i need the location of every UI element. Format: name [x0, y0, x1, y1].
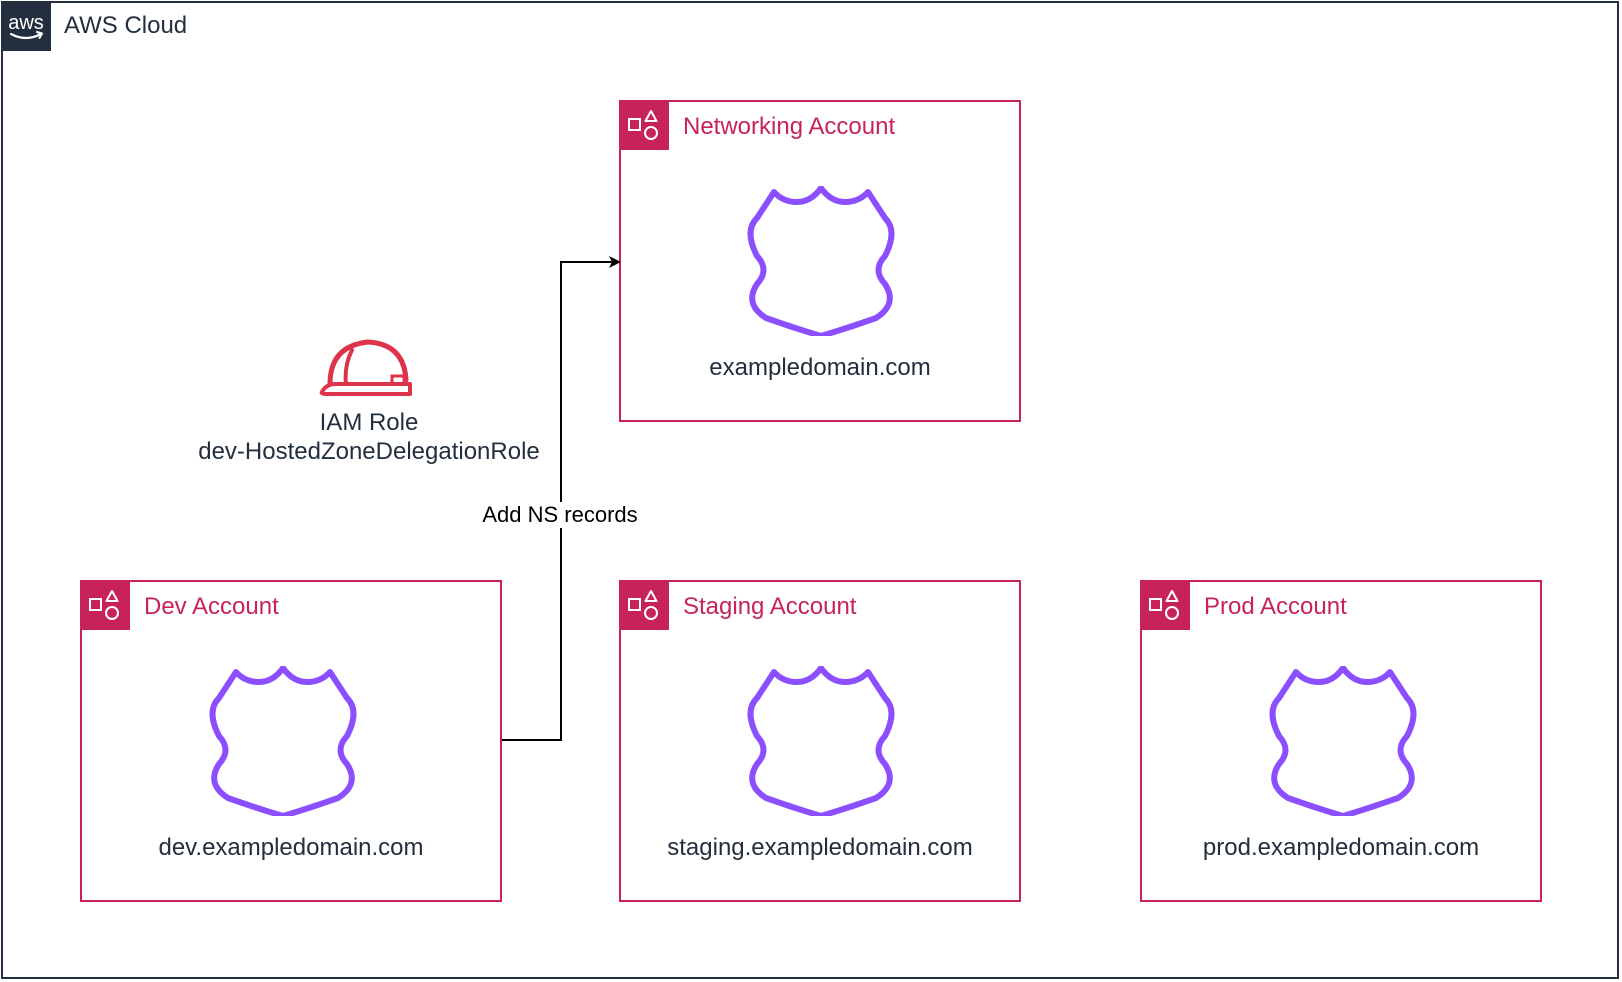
iam-role-label: IAM Role dev-HostedZoneDelegationRole	[169, 408, 569, 466]
add-ns-records-label: Add NS records	[472, 502, 648, 528]
route53-hosted-zone-icon	[1269, 666, 1417, 816]
account-group-icon	[80, 580, 130, 630]
aws-logo-icon: aws	[1, 1, 51, 51]
account-group-icon	[1140, 580, 1190, 630]
staging-domain-label: staging.exampledomain.com	[667, 834, 973, 861]
prod-domain-label: prod.exampledomain.com	[1202, 834, 1480, 861]
iam-role-name: dev-HostedZoneDelegationRole	[198, 438, 540, 465]
route53-hosted-zone-icon	[747, 186, 895, 336]
networking-domain-label: exampledomain.com	[709, 354, 931, 381]
iam-role-type: IAM Role	[319, 409, 419, 436]
account-group-icon	[619, 100, 669, 150]
account-group-icon	[619, 580, 669, 630]
prod-account-group: Prod Account prod.exampledomain.com	[1140, 580, 1542, 902]
route53-hosted-zone-icon	[747, 666, 895, 816]
dev-account-group: Dev Account dev.exampledomain.com	[80, 580, 502, 902]
networking-account-title: Networking Account	[683, 113, 896, 140]
staging-account-title: Staging Account	[683, 593, 857, 620]
staging-account-group: Staging Account staging.exampledomain.co…	[619, 580, 1021, 902]
aws-cloud-title: AWS Cloud	[64, 12, 188, 39]
dev-domain-label: dev.exampledomain.com	[158, 834, 424, 861]
dev-account-title: Dev Account	[144, 593, 279, 620]
route53-hosted-zone-icon	[209, 666, 357, 816]
iam-role-helmet-icon	[319, 339, 412, 396]
aws-logo-text: aws	[8, 12, 44, 34]
prod-account-title: Prod Account	[1204, 593, 1347, 620]
networking-account-group: Networking Account exampledomain.com	[619, 100, 1021, 422]
